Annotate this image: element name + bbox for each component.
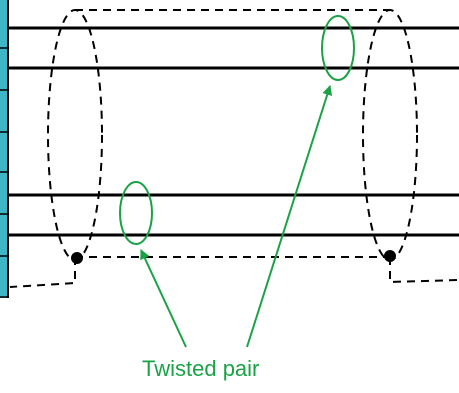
left-frame-fill <box>0 0 8 298</box>
left-frame-edge <box>0 0 9 298</box>
conductors <box>8 26 459 237</box>
twisted-pair-marker-lower <box>119 181 153 245</box>
shield-ground-dot-left <box>71 252 83 264</box>
shield-ground-dot-right <box>384 250 396 262</box>
left-frame-ticks <box>0 47 8 298</box>
drain-wire-left <box>9 257 76 288</box>
arrow-to-lower-pair <box>140 249 187 348</box>
arrow-to-upper-pair <box>246 85 333 348</box>
cable-shield <box>9 9 459 288</box>
shield-left-end <box>47 9 103 261</box>
shield-right-end <box>362 9 418 261</box>
twisted-pair-marker-upper <box>321 15 355 81</box>
drain-wire-right <box>389 257 459 284</box>
twisted-pair-label: Twisted pair <box>142 356 260 381</box>
